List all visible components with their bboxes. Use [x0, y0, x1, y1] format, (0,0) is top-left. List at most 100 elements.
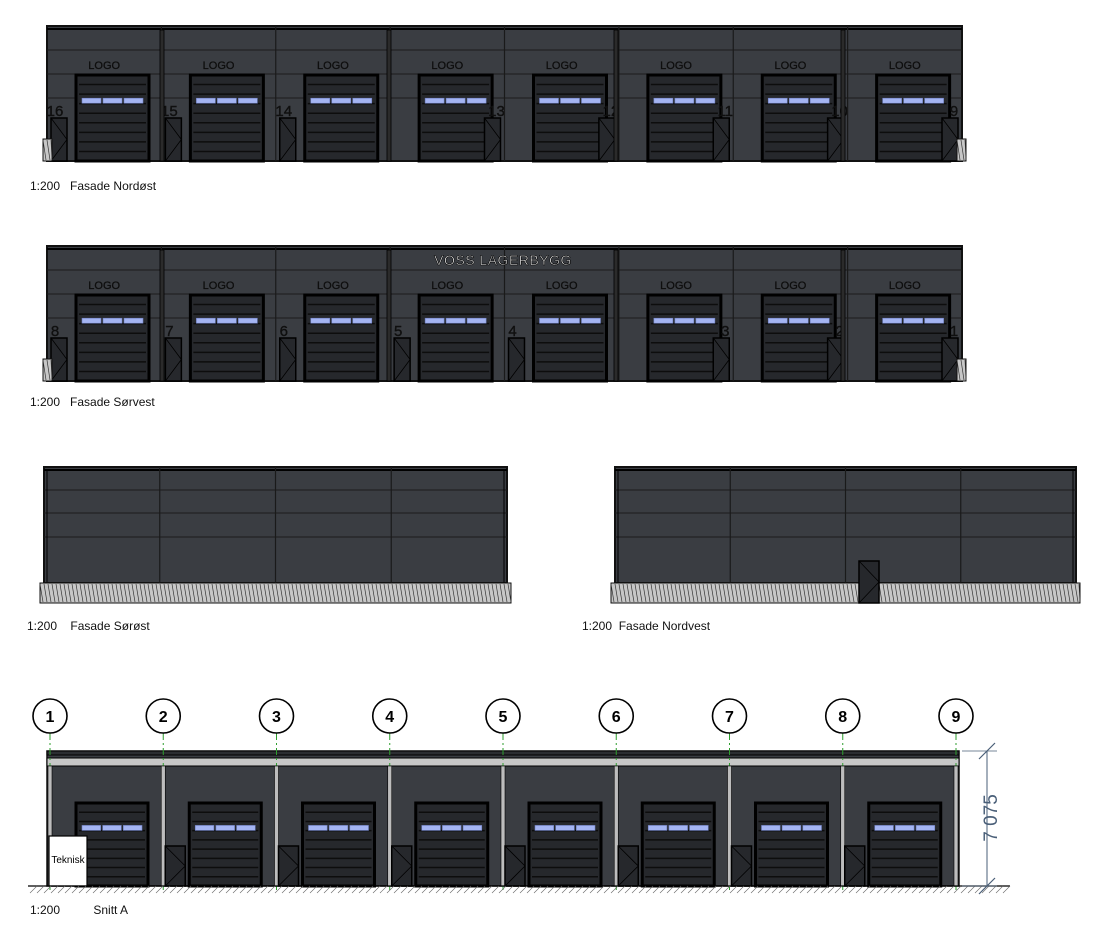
ground-hatch	[722, 885, 731, 894]
door-window-pane	[924, 317, 944, 324]
door-window-pane	[534, 825, 554, 831]
ground-hatch	[239, 885, 248, 894]
door-swing-line	[50, 337, 68, 382]
foundation-hatch-texture	[399, 583, 404, 603]
foundation-hatch-texture	[958, 583, 963, 603]
foundation-hatch-right-texture	[964, 359, 967, 381]
foundation-hatch-texture	[982, 583, 987, 603]
ground-hatch	[337, 885, 346, 894]
foundation-hatch-texture	[942, 583, 947, 603]
ground-hatch	[365, 885, 374, 894]
foundation-hatch-texture	[167, 583, 172, 603]
foundation-hatch-texture	[786, 583, 791, 603]
facade-sorvest-drawing: LOGO8LOGO7LOGO6LOGO5LOGO4LOGO3LOGO2LOGO1…	[42, 245, 967, 383]
foundation-hatch-texture	[275, 583, 280, 603]
foundation-hatch-texture	[287, 583, 292, 603]
logo-label: LOGO	[88, 280, 120, 292]
foundation-hatch-texture	[854, 583, 859, 603]
ground-hatch	[960, 885, 969, 894]
door-window-pane	[310, 97, 331, 104]
foundation-hatch-texture	[678, 583, 683, 603]
foundation-hatch-texture	[395, 583, 400, 603]
foundation-hatch-texture	[187, 583, 192, 603]
door-number: 4	[508, 323, 516, 340]
foundation-hatch-texture	[259, 583, 264, 603]
access-door	[730, 845, 753, 887]
foundation-hatch-right-texture	[960, 359, 965, 381]
caption-fasade-nordvest: 1:200 Fasade Nordvest	[582, 619, 710, 633]
door-window-pane	[462, 825, 483, 831]
ground-hatch	[540, 885, 549, 894]
ground-hatch	[974, 885, 983, 894]
foundation-hatch-texture	[103, 583, 108, 603]
ground-hatch	[946, 885, 955, 894]
overhead-door	[532, 293, 608, 383]
logo-label: LOGO	[203, 280, 235, 292]
foundation-hatch-texture	[998, 583, 1003, 603]
door-window-pane	[123, 97, 144, 104]
foundation-hatch-texture	[734, 583, 739, 603]
foundation-hatch-texture	[299, 583, 304, 603]
grid-axis-label: 4	[385, 709, 394, 726]
foundation-hatch-texture	[343, 583, 348, 603]
access-door	[50, 337, 68, 382]
ground-hatch	[43, 885, 52, 894]
foundation-hatch-texture	[335, 583, 340, 603]
door-window-pane	[238, 97, 258, 104]
foundation-hatch-texture	[407, 583, 412, 603]
foundation-hatch-texture	[87, 583, 92, 603]
foundation-hatch-texture	[742, 583, 747, 603]
logo-label: LOGO	[317, 280, 349, 292]
foundation-hatch-texture	[179, 583, 184, 603]
foundation-hatch-texture	[706, 583, 711, 603]
ground-hatch	[400, 885, 409, 894]
ground-hatch	[218, 885, 227, 894]
logo-label: LOGO	[889, 60, 921, 72]
foundation-hatch-texture	[135, 583, 140, 603]
foundation-hatch-texture	[638, 583, 643, 603]
foundation-hatch-texture	[355, 583, 360, 603]
ground-hatch	[64, 885, 73, 894]
grid-bubble	[145, 698, 182, 734]
ground-hatch	[736, 885, 745, 894]
foundation-hatch-right-texture	[956, 359, 961, 381]
ground-hatch	[932, 885, 941, 894]
foundation-hatch-texture	[95, 583, 100, 603]
ground-hatch	[862, 885, 871, 894]
foundation-hatch-texture	[183, 583, 188, 603]
ground-hatch	[645, 885, 654, 894]
ground-hatch	[463, 885, 472, 894]
foundation-hatch-texture	[339, 583, 344, 603]
scale-label: 1:200	[30, 179, 61, 193]
logo-label: LOGO	[317, 60, 349, 72]
foundation-hatch-texture	[666, 583, 671, 603]
door-window-pane	[102, 97, 123, 104]
access-door	[393, 337, 411, 382]
foundation-hatch-texture	[830, 583, 835, 603]
ground-hatch	[57, 885, 66, 894]
ground-hatch	[582, 885, 591, 894]
logo-label: LOGO	[546, 60, 578, 72]
ground-hatch	[785, 885, 794, 894]
downpipe	[613, 29, 619, 162]
door-swing-line	[858, 560, 880, 604]
door-window-pane	[695, 317, 716, 324]
door-window-pane	[81, 317, 102, 324]
overhead-door	[74, 73, 151, 163]
door-window-pane	[194, 825, 215, 831]
ground-hatch	[904, 885, 913, 894]
foundation-hatch-texture	[215, 583, 220, 603]
foundation-hatch-texture	[714, 583, 719, 603]
foundation-hatch-texture	[375, 583, 380, 603]
door-window-pane	[882, 317, 902, 324]
foundation-hatch-texture	[383, 583, 388, 603]
door-number: 7	[165, 323, 173, 340]
foundation-hatch-right	[956, 138, 967, 162]
ground-hatch	[141, 885, 150, 894]
foundation-hatch-left-texture	[50, 139, 53, 161]
foundation-hatch-texture	[894, 583, 899, 603]
foundation-hatch-texture	[391, 583, 396, 603]
door-window-pane	[236, 825, 256, 831]
